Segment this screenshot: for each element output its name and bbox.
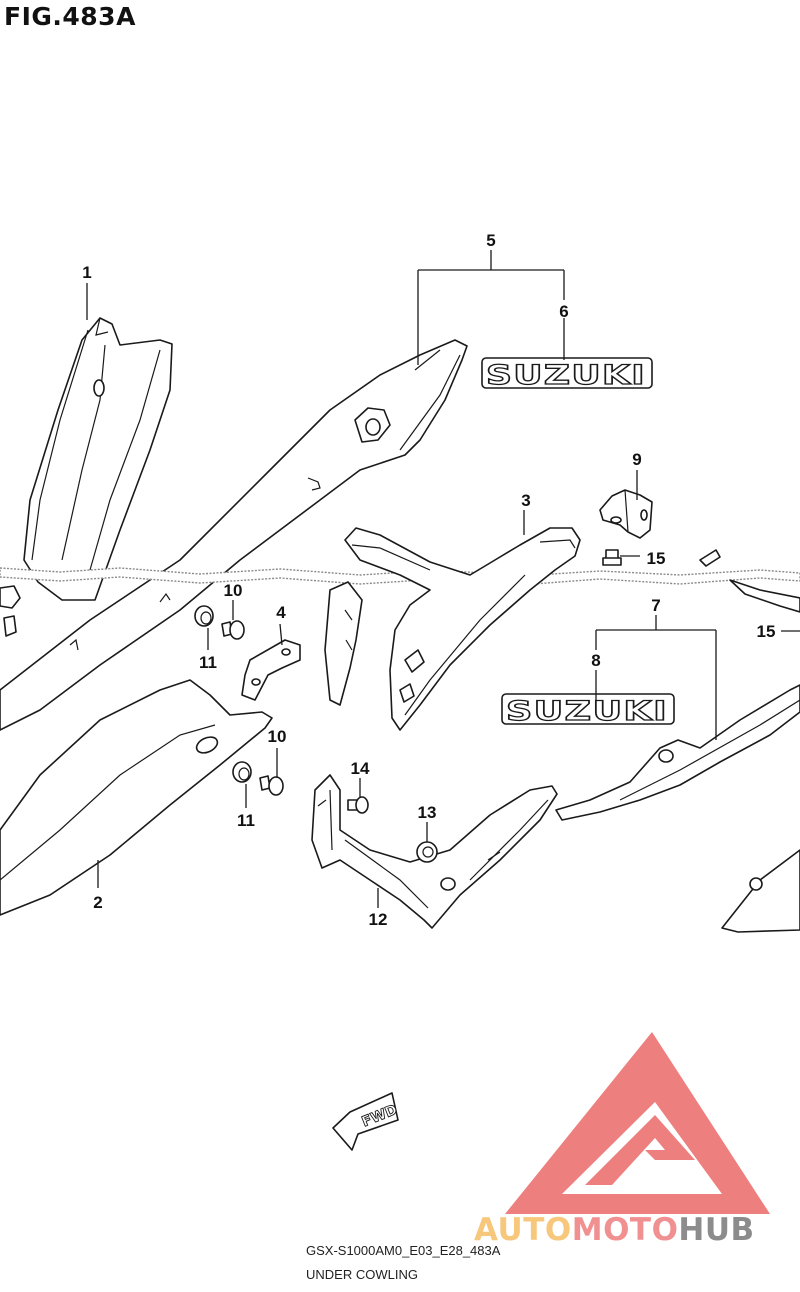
watermark-logo xyxy=(505,1032,770,1214)
callout-1: 1 xyxy=(82,263,91,282)
part-15-right-fragment xyxy=(699,549,800,613)
figure-title: FIG.483A xyxy=(4,2,136,31)
part-6-suzuki-emblem: SUZUKI xyxy=(481,357,653,392)
part-14-screw xyxy=(347,796,369,814)
callout-5: 5 xyxy=(486,231,495,250)
part-8-suzuki-emblem: SUZUKI xyxy=(501,693,675,728)
watermark-auto-text: AUTO xyxy=(474,1212,572,1248)
emblem-upper-text: SUZUKI xyxy=(486,360,646,391)
callout-13: 13 xyxy=(418,803,437,822)
part-3-inner-panel xyxy=(324,527,581,731)
emblem-lower-text: SUZUKI xyxy=(506,696,668,727)
callout-6: 6 xyxy=(559,302,568,321)
part-10-11-lower-fasteners xyxy=(232,761,284,796)
part-13-grommet xyxy=(416,841,438,863)
diagram-caption: UNDER COWLING xyxy=(306,1267,418,1282)
right-bottom-panel xyxy=(721,849,800,933)
callout-7: 7 xyxy=(651,596,660,615)
callout-12: 12 xyxy=(369,910,388,929)
callout-10-lower: 10 xyxy=(268,727,287,746)
callout-3: 3 xyxy=(521,491,530,510)
callout-2: 2 xyxy=(93,893,102,912)
torn-paper-band xyxy=(0,567,800,586)
part-5-cowl-panel xyxy=(0,339,468,731)
watermark-inner-g xyxy=(585,1115,695,1185)
callout-11-upper: 11 xyxy=(199,653,217,672)
callout-15-upper: 15 xyxy=(647,549,666,568)
part-1-side-cowl xyxy=(23,317,173,601)
svg-text:AUTOMOTOHUB: AUTOMOTOHUB xyxy=(474,1212,755,1248)
part-15-bolt-upper xyxy=(602,549,622,566)
fwd-direction-marker: FWD xyxy=(332,1092,400,1151)
callout-14: 14 xyxy=(351,759,370,778)
part-10-11-upper-fasteners xyxy=(194,605,245,640)
part-7-right-cowl xyxy=(555,684,800,821)
callout-labels: 1 2 3 4 5 6 7 8 9 10 10 11 11 12 13 14 1… xyxy=(82,231,775,929)
watermark-triangle xyxy=(505,1032,770,1214)
leader-lines xyxy=(86,250,800,908)
part-12-under-bracket xyxy=(311,774,558,929)
watermark-moto-text: MOTO xyxy=(572,1212,679,1248)
callout-8: 8 xyxy=(591,651,600,670)
callout-9: 9 xyxy=(632,450,641,469)
callout-10-upper: 10 xyxy=(224,581,243,600)
part-4-stay xyxy=(241,639,301,701)
watermark-hub-text: HUB xyxy=(678,1212,754,1248)
part-2-lower-cowl xyxy=(0,679,273,916)
diagram-code: GSX-S1000AM0_E03_E28_483A xyxy=(306,1243,501,1258)
left-edge-clip xyxy=(0,585,21,637)
part-9-bracket xyxy=(599,489,653,539)
watermark-text: AUTOMOTOHUB xyxy=(474,1212,755,1248)
callout-11-lower: 11 xyxy=(237,811,255,830)
callout-15-right: 15 xyxy=(757,622,776,641)
callout-4: 4 xyxy=(276,603,286,622)
